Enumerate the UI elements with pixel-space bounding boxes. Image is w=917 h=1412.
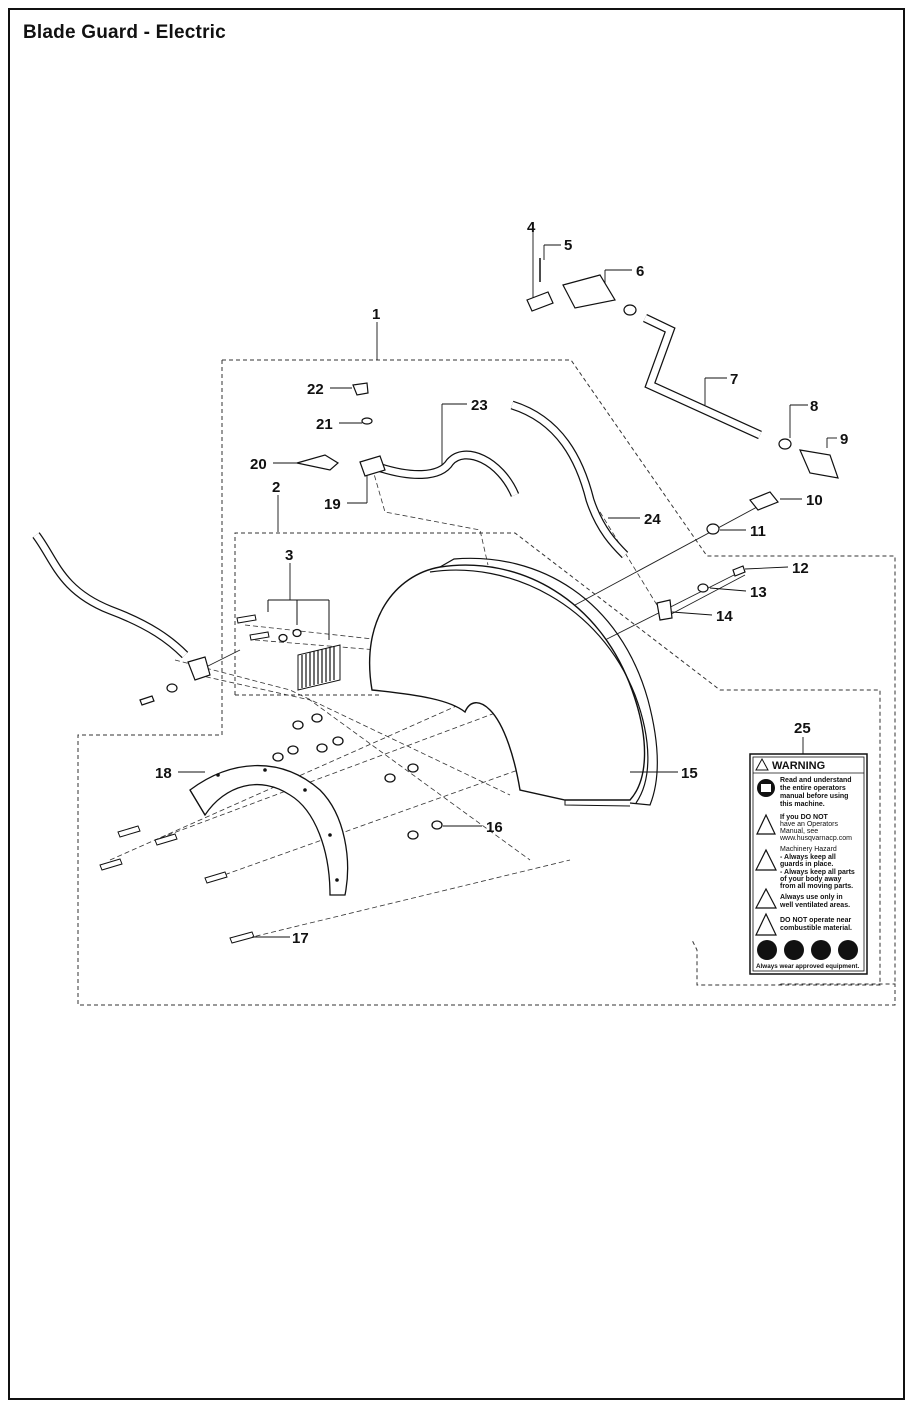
svg-text:from all moving parts.: from all moving parts.	[780, 883, 853, 890]
fire-hazard-icon	[755, 912, 777, 936]
callout-10: 10	[806, 492, 823, 509]
svg-text:DO NOT operate near: DO NOT operate near	[780, 917, 851, 924]
callout-7: 7	[730, 371, 738, 388]
callout-numbers: 1 2 3 4 5 6 7 8 9 10 11 12 13 14 15 16 1…	[155, 219, 848, 947]
assembly-group-outlines	[77, 359, 896, 1006]
svg-text:of your body away: of your body away	[780, 876, 842, 883]
page-title: Blade Guard - Electric	[23, 22, 226, 43]
svg-text:Read and understand: Read and understand	[780, 777, 852, 784]
hazard-manual-icon	[756, 813, 776, 835]
helmet-icon	[838, 940, 858, 960]
callout-9: 9	[840, 431, 848, 448]
svg-text:the entire operators: the entire operators	[780, 785, 846, 792]
svg-text:manual before using: manual before using	[780, 793, 848, 800]
svg-text:- Always keep all parts: - Always keep all parts	[780, 869, 855, 876]
callout-24: 24	[644, 511, 661, 528]
washers	[272, 628, 443, 840]
svg-text:Always wear approved equipment: Always wear approved equipment.	[756, 963, 859, 970]
callout-19: 19	[324, 496, 341, 513]
callout-13: 13	[750, 584, 767, 601]
callout-11: 11	[750, 523, 766, 540]
group-1-outline	[222, 359, 896, 985]
svg-text:Machinery Hazard: Machinery Hazard	[780, 846, 837, 853]
callout-4: 4	[527, 219, 536, 236]
machinery-hazard-icon	[755, 848, 777, 871]
svg-text:If you DO NOT: If you DO NOT	[780, 814, 829, 821]
callout-18: 18	[155, 765, 172, 782]
group-1-outline-lower	[77, 360, 896, 1006]
callout-21: 21	[316, 416, 333, 433]
callout-1: 1	[372, 306, 380, 323]
callout-5: 5	[564, 237, 572, 254]
callout-2: 2	[272, 479, 280, 496]
svg-text:www.husqvarnacp.com: www.husqvarnacp.com	[779, 835, 852, 842]
group-2-outline	[234, 532, 881, 986]
rivets	[99, 614, 270, 944]
callout-14: 14	[716, 608, 733, 625]
svg-text:well ventilated areas.: well ventilated areas.	[779, 902, 850, 909]
callout-22: 22	[307, 381, 324, 398]
callout-leaders	[178, 228, 837, 938]
svg-text:Always use only in: Always use only in	[780, 894, 843, 901]
hardware-parts	[139, 258, 839, 706]
warning-heading: WARNING	[772, 760, 825, 772]
ventilation-hazard-icon	[755, 887, 777, 909]
svg-text:- Always keep all: - Always keep all	[780, 854, 836, 861]
blade-guard-housing	[368, 557, 658, 807]
callout-17: 17	[292, 930, 309, 947]
callout-16: 16	[486, 819, 503, 836]
callout-23: 23	[471, 397, 488, 414]
ear-protection-icon	[757, 940, 777, 960]
svg-text:guards in place.: guards in place.	[780, 861, 833, 868]
svg-text:this machine.: this machine.	[780, 801, 825, 808]
callout-25: 25	[794, 720, 811, 737]
page-border	[8, 8, 905, 1400]
eye-protection-icon	[784, 940, 804, 960]
svg-text:have an Operators: have an Operators	[780, 821, 838, 828]
lower-guard-plate	[189, 764, 349, 896]
svg-text:combustible material.: combustible material.	[780, 925, 852, 932]
callout-3: 3	[285, 547, 293, 564]
warning-triangle-icon	[755, 757, 769, 771]
callout-6: 6	[636, 263, 644, 280]
respirator-icon	[811, 940, 831, 960]
callout-15: 15	[681, 765, 698, 782]
callout-20: 20	[250, 456, 267, 473]
svg-text:Manual, see: Manual, see	[780, 828, 818, 835]
callout-8: 8	[810, 398, 818, 415]
warning-label: WARNING Read and understand the entire o…	[749, 753, 868, 975]
callout-12: 12	[792, 560, 809, 577]
hoses	[32, 313, 762, 659]
brush-strip	[267, 599, 341, 691]
